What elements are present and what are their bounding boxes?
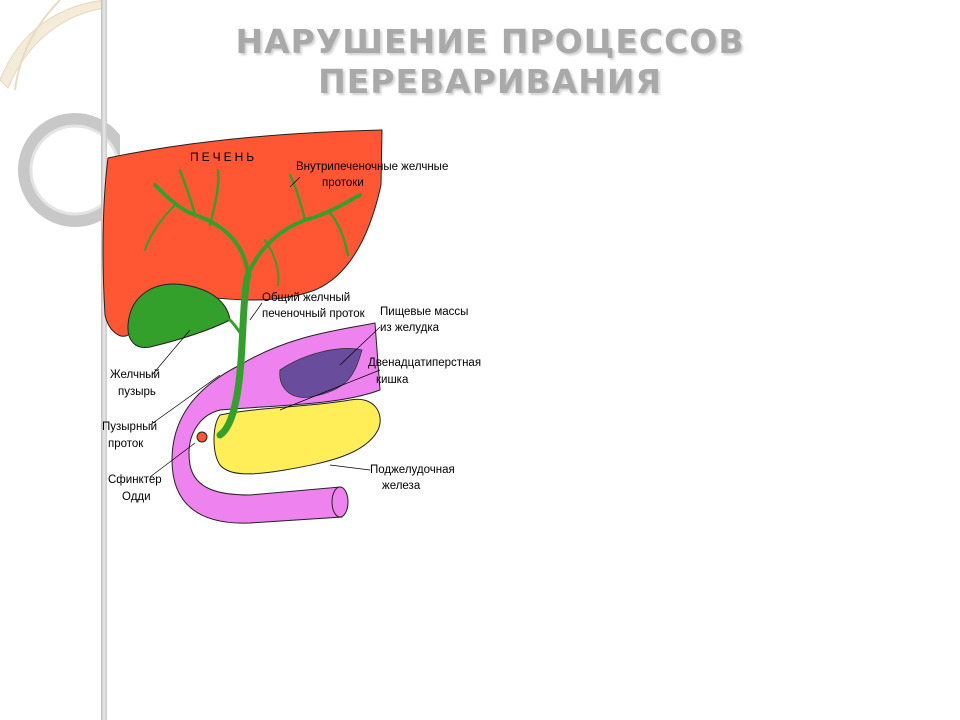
label-intrahepatic-ducts-2: протоки (322, 177, 364, 189)
sphincter-shape (196, 431, 208, 443)
label-gallbladder-1: Желчный (110, 369, 160, 381)
label-gallbladder-2: пузырь (118, 386, 156, 398)
slide-title-line-2: ПЕРЕВАРИВАНИЯ (318, 62, 662, 101)
label-duodenum-2: кишка (376, 374, 409, 386)
pancreas-shape (213, 398, 381, 475)
digestive-organs-diagram: ПЕЧЕНЬ Внутрипеченочные желчные протоки … (102, 129, 481, 524)
bile-ducts (144, 168, 362, 439)
label-duodenum-1: Двенадцатиперстная (368, 357, 481, 369)
label-food-masses-2: из желудка (380, 322, 440, 334)
label-cystic-duct-2: проток (108, 438, 144, 450)
label-cystic-duct-1: Пузырный (102, 421, 157, 433)
label-food-masses-1: Пищевые массы (380, 306, 468, 318)
slide-title-line-1: НАРУШЕНИЕ ПРОЦЕССОВ (235, 22, 745, 61)
label-pancreas-2: железа (382, 480, 421, 492)
leader-lines (149, 176, 381, 478)
label-pancreas-1: Поджелудочная (370, 464, 455, 476)
label-common-hepatic-duct-1: Общий желчный (262, 292, 350, 304)
label-common-hepatic-duct-2: печеночный проток (262, 308, 366, 320)
slide-title: НАРУШЕНИЕ ПРОЦЕССОВ ПЕРЕВАРИВАНИЯ (150, 22, 830, 102)
decorative-rings (0, 0, 120, 227)
label-intrahepatic-ducts-1: Внутрипеченочные желчные (296, 161, 448, 173)
left-divider-line (101, 0, 107, 720)
label-sphincter-2: Одди (122, 491, 151, 503)
label-liver: ПЕЧЕНЬ (190, 150, 257, 164)
label-sphincter-1: Сфинктер (108, 474, 162, 486)
